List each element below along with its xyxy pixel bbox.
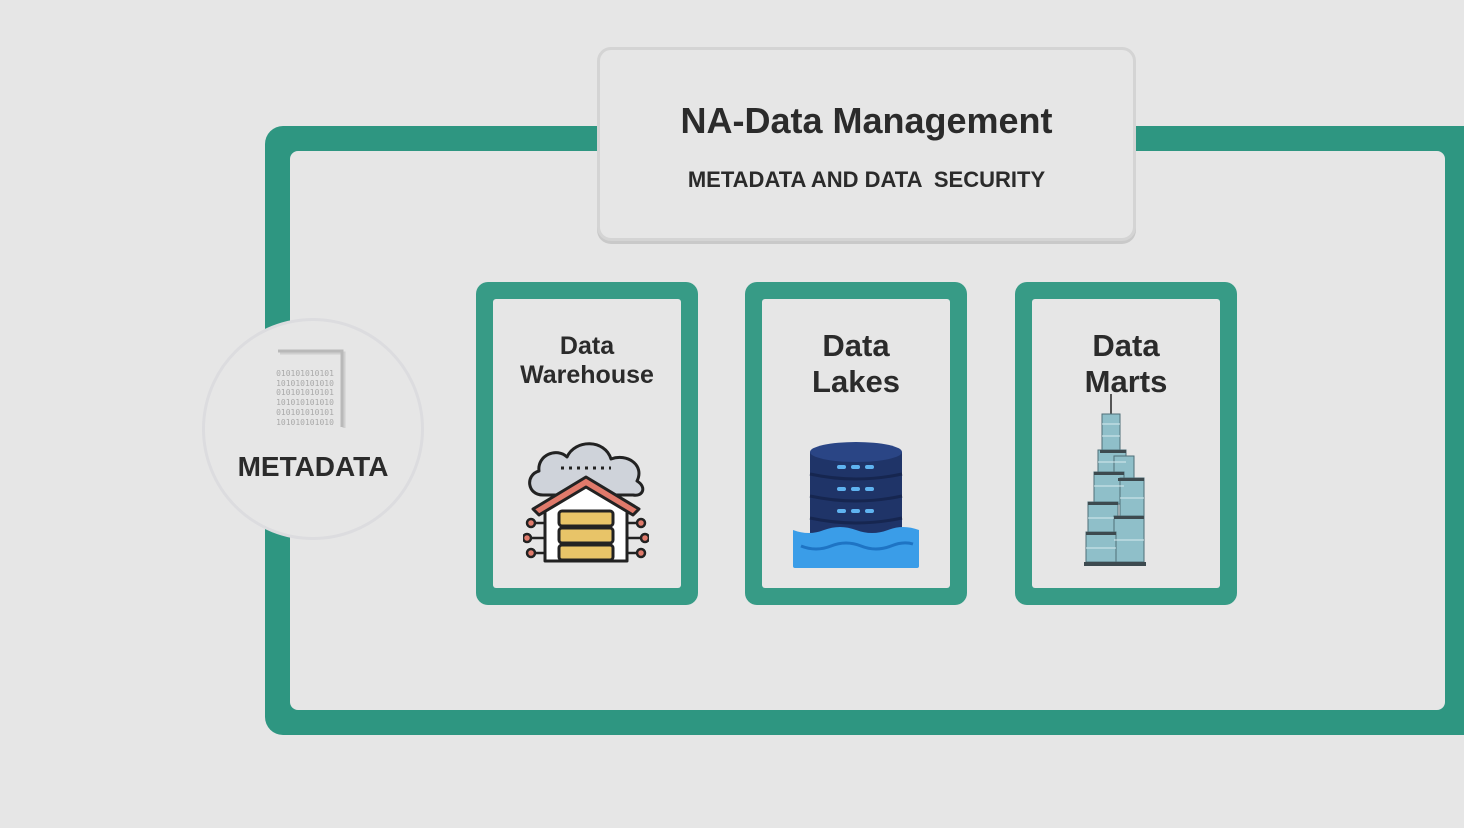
database-water-icon: [793, 442, 919, 568]
title-box: NA-Data Management METADATA AND DATA SEC…: [597, 47, 1136, 241]
skyscraper-icon: [1084, 394, 1146, 566]
cloud-warehouse-icon: [523, 442, 649, 563]
card-data-marts: Data Marts: [1015, 282, 1237, 605]
card-data-lakes: Data Lakes: [745, 282, 967, 605]
card-title: Data Lakes: [812, 328, 900, 400]
card-title: Data Warehouse: [520, 332, 654, 390]
card-data-warehouse: Data Warehouse: [476, 282, 698, 605]
page-title: NA-Data Management: [680, 100, 1053, 141]
card-title: Data Marts: [1084, 328, 1168, 400]
page-subtitle: METADATA AND DATA SECURITY: [687, 167, 1046, 192]
metadata-label: METADATA: [237, 451, 389, 482]
